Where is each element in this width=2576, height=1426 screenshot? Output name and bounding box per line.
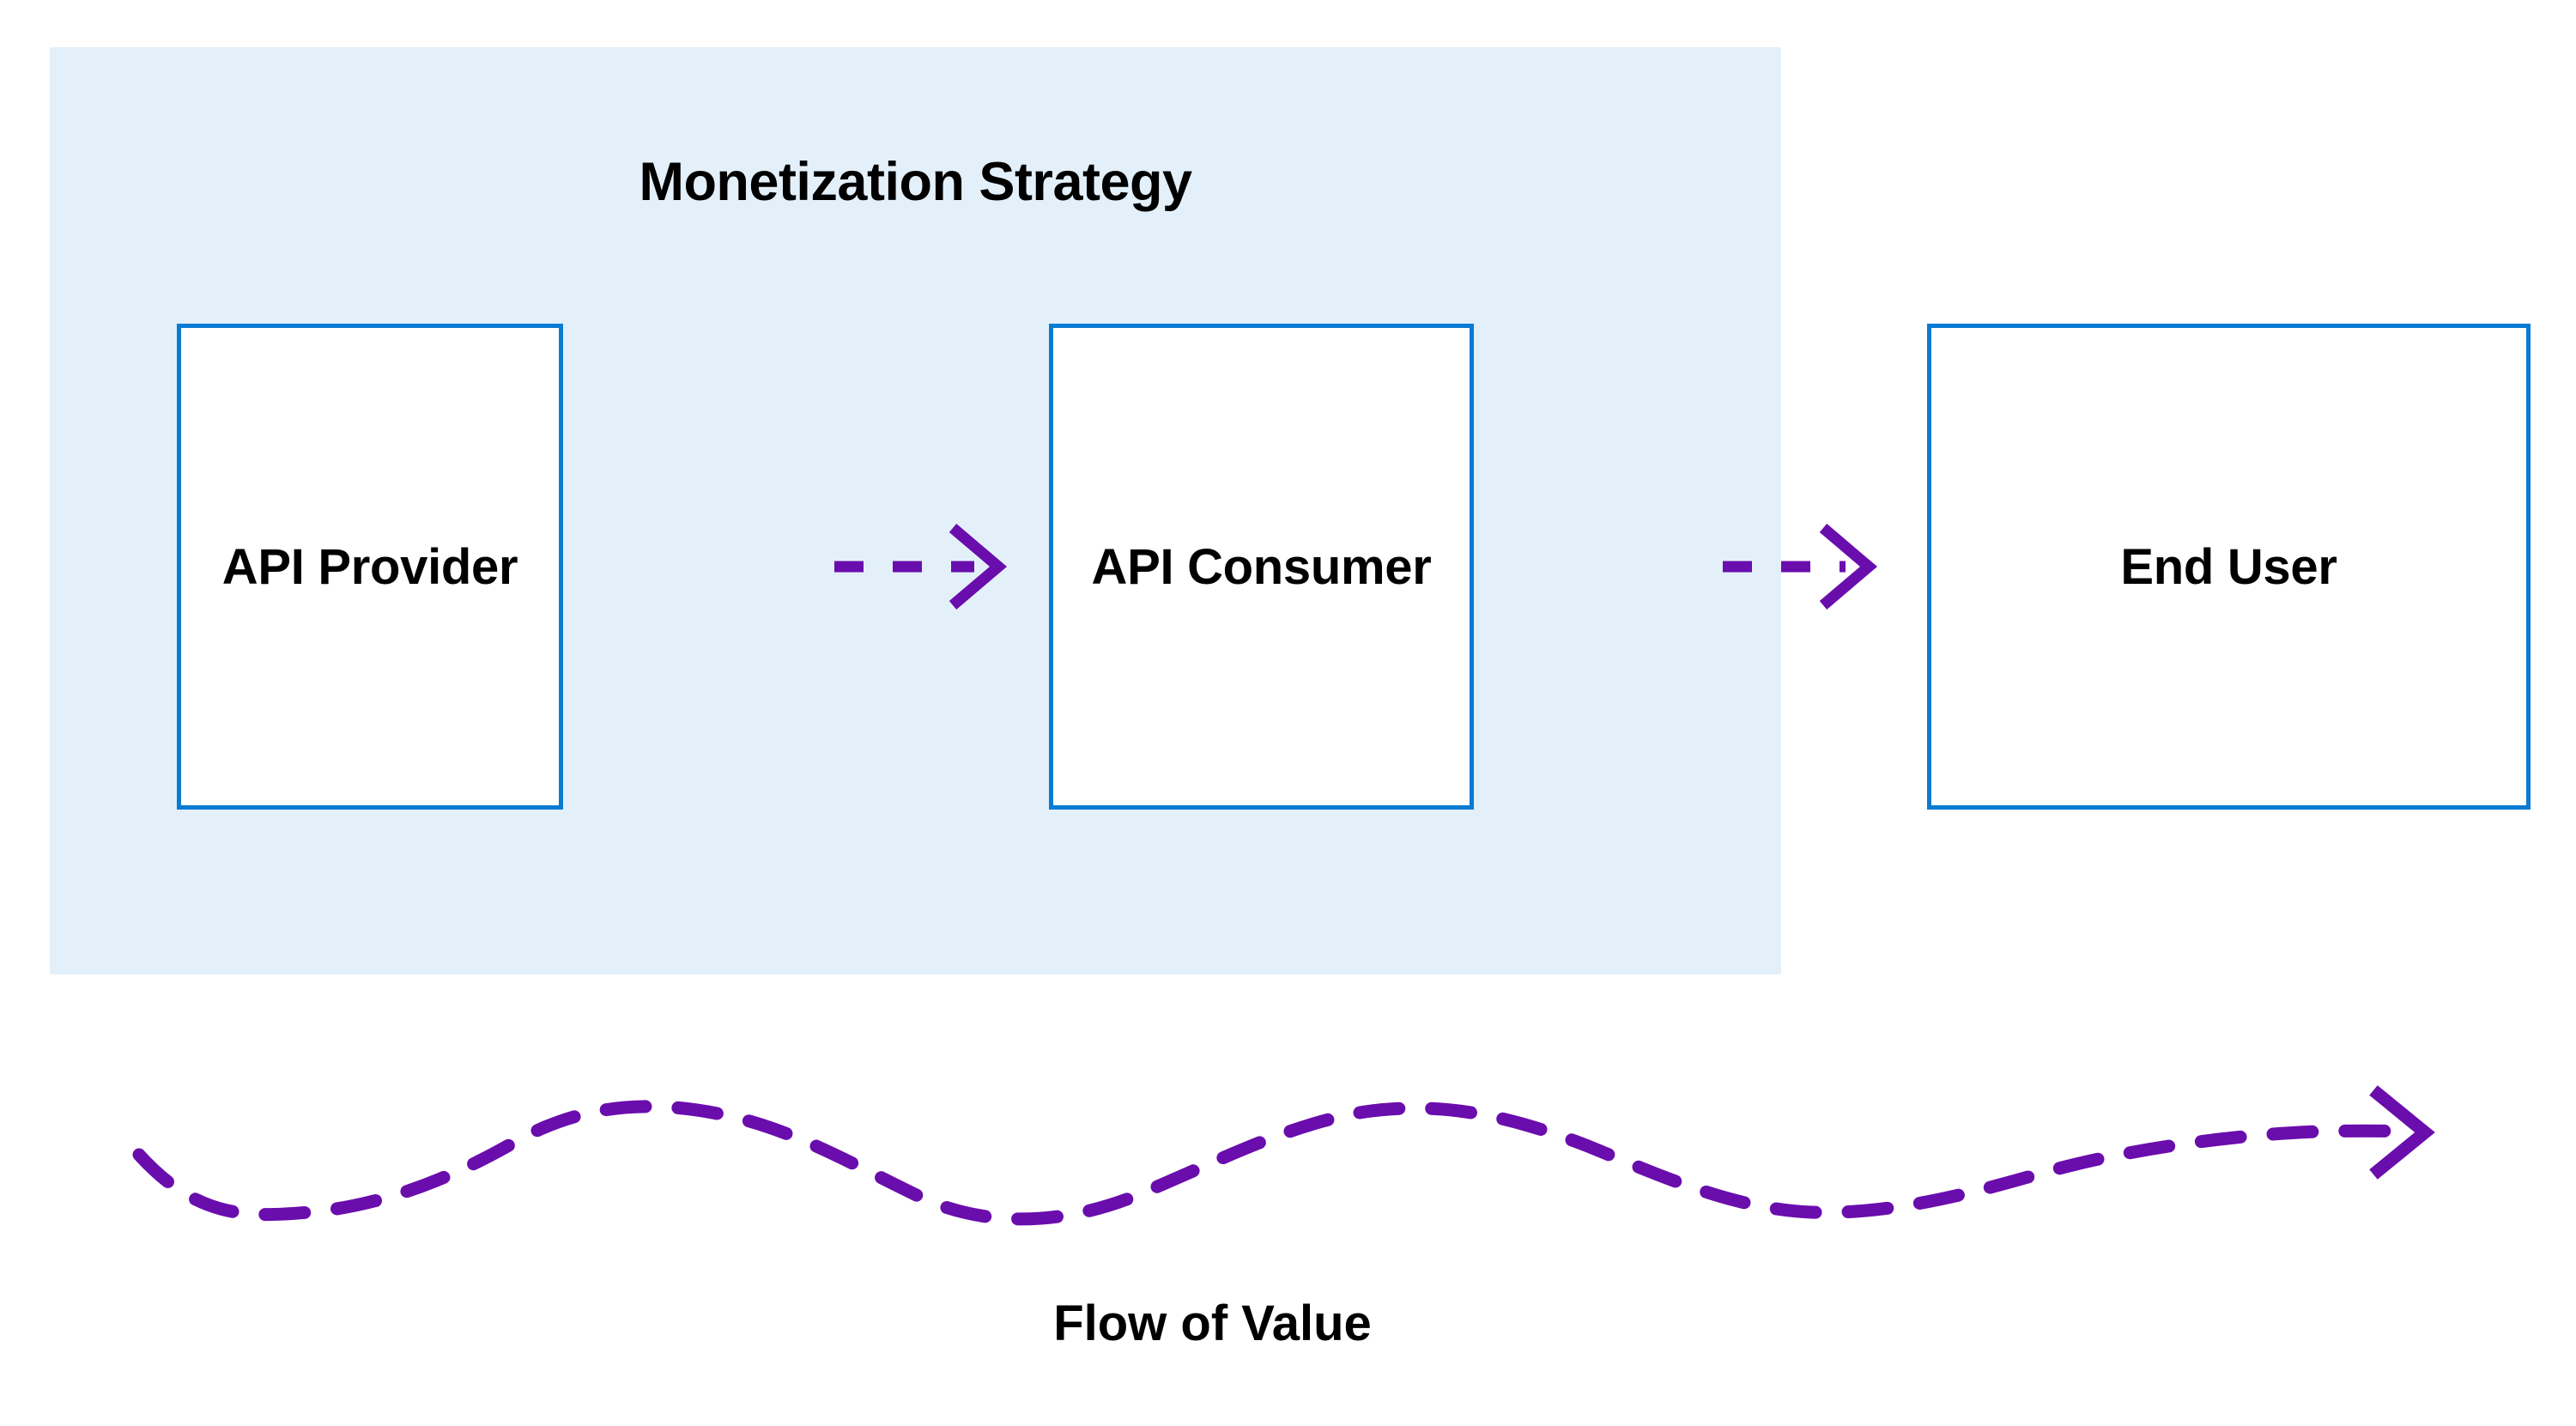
node-end-user[interactable]: End User [1927,324,2531,810]
panel-title: Monetization Strategy [639,152,1192,212]
node-api-provider[interactable]: API Provider [177,324,563,810]
node-api-consumer[interactable]: API Consumer [1049,324,1474,810]
flow-of-value-wave-icon [132,1085,2435,1226]
node-end-user-label: End User [2120,538,2337,595]
flow-of-value-caption: Flow of Value [1053,1296,1372,1351]
node-api-consumer-label: API Consumer [1091,538,1432,595]
node-api-provider-label: API Provider [221,538,518,595]
